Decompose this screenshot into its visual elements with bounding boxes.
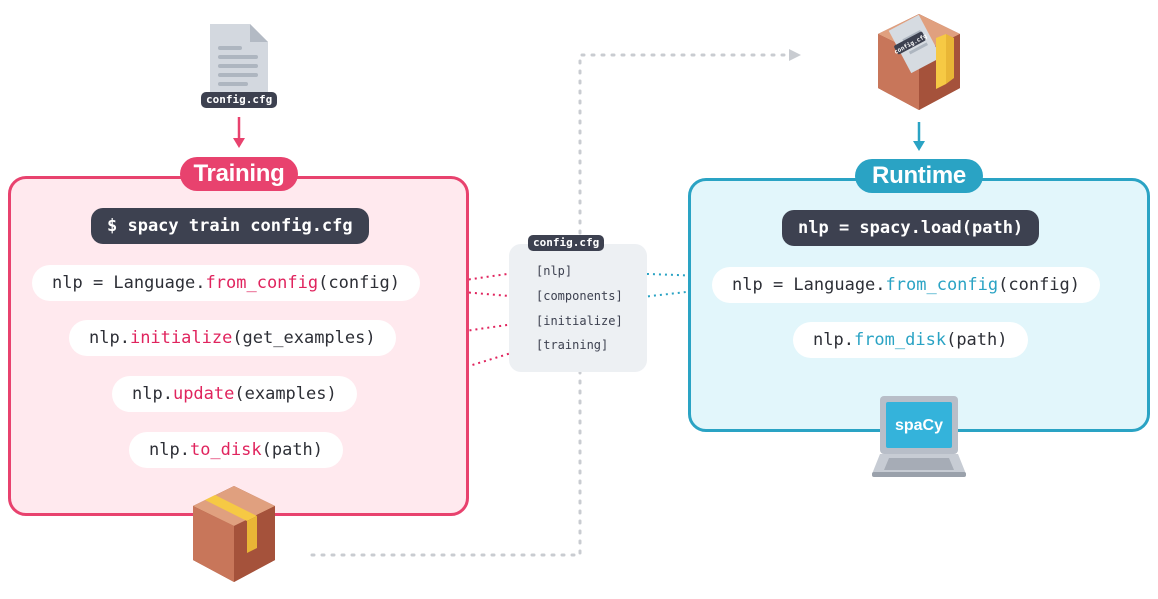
config-section-initialize: [initialize] — [536, 314, 623, 328]
laptop-screen-label: spaCy — [895, 417, 943, 434]
runtime-title: Runtime — [855, 159, 983, 193]
document-icon — [210, 24, 268, 96]
config-card-title: config.cfg — [528, 235, 605, 251]
train-command: $ spacy train config.cfg — [91, 208, 369, 244]
runtime-code-from-disk: nlp.from_disk(path) — [793, 322, 1028, 358]
config-section-components: [components] — [536, 289, 623, 303]
arrow-right-icon — [789, 49, 801, 61]
laptop-icon: spaCy — [872, 396, 966, 477]
package-icon: config.cfg — [878, 14, 960, 110]
training-code-initialize: nlp.initialize(get_examples) — [69, 320, 396, 356]
arrow-down-icon — [913, 122, 925, 151]
training-title: Training — [180, 157, 298, 191]
training-code-from-config: nlp = Language.from_config(config) — [32, 265, 421, 301]
config-section-training: [training] — [536, 338, 609, 352]
package-transfer-path — [310, 53, 792, 557]
config-file-label: config.cfg — [201, 92, 278, 108]
training-code-to-disk: nlp.to_disk(path) — [129, 432, 344, 468]
config-card — [509, 244, 647, 372]
runtime-code-from-config: nlp = Language.from_config(config) — [712, 267, 1101, 303]
package-icon — [193, 486, 275, 582]
training-code-update: nlp.update(examples) — [112, 376, 357, 412]
config-section-nlp: [nlp] — [536, 264, 573, 278]
arrow-down-icon — [233, 117, 245, 148]
load-command: nlp = spacy.load(path) — [782, 210, 1040, 246]
